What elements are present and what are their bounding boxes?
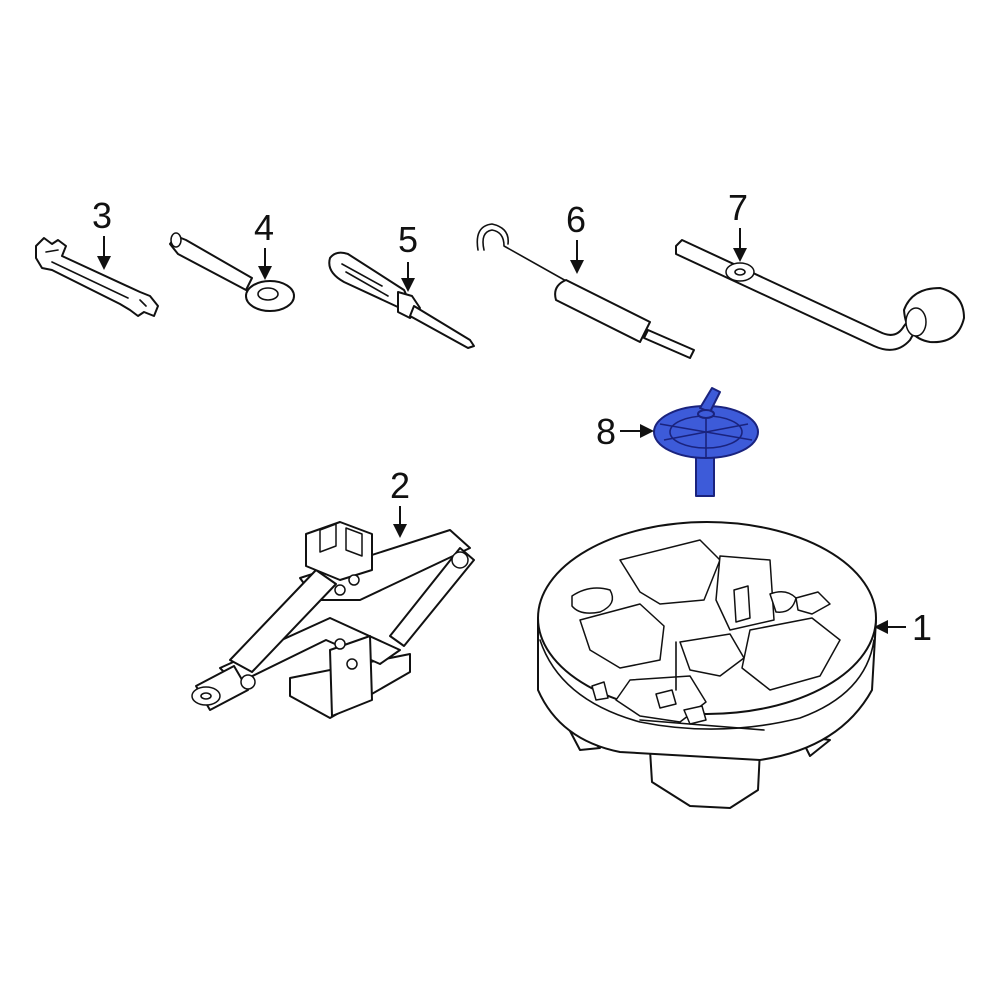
arrow-head-8 — [640, 424, 654, 438]
callout-6: 6 — [566, 199, 586, 274]
part-3-wrench[interactable] — [35, 237, 159, 317]
callout-1: 1 — [874, 607, 932, 648]
callout-2: 2 — [390, 465, 410, 538]
callout-8-number: 8 — [596, 411, 616, 452]
part-7-lug-wrench[interactable] — [675, 239, 965, 351]
arrow-head-2 — [393, 524, 407, 538]
callout-4: 4 — [254, 207, 274, 280]
arrow-head-6 — [570, 260, 584, 274]
arrow-head-4 — [258, 266, 272, 280]
callout-2-number: 2 — [390, 465, 410, 506]
callout-5: 5 — [398, 219, 418, 292]
arrow-head-7 — [733, 248, 747, 262]
part-4-ring-wrench[interactable] — [169, 232, 295, 312]
arrow-head-3 — [97, 256, 111, 270]
arrow-head-5 — [401, 278, 415, 292]
callout-3: 3 — [92, 195, 112, 270]
callout-7: 7 — [728, 187, 748, 262]
callout-1-number: 1 — [912, 607, 932, 648]
part-6-hook-tool[interactable] — [476, 223, 695, 359]
callout-8: 8 — [596, 411, 654, 452]
part-2-scissor-jack[interactable] — [191, 521, 475, 719]
part-8-hold-down-bolt[interactable] — [653, 387, 759, 497]
part-5-screwdriver[interactable] — [328, 251, 475, 349]
callout-5-number: 5 — [398, 219, 418, 260]
callout-7-number: 7 — [728, 187, 748, 228]
callout-3-number: 3 — [92, 195, 112, 236]
arrow-head-1 — [874, 620, 888, 634]
callout-6-number: 6 — [566, 199, 586, 240]
part-1-tool-tray[interactable] — [537, 521, 877, 809]
callout-4-number: 4 — [254, 207, 274, 248]
